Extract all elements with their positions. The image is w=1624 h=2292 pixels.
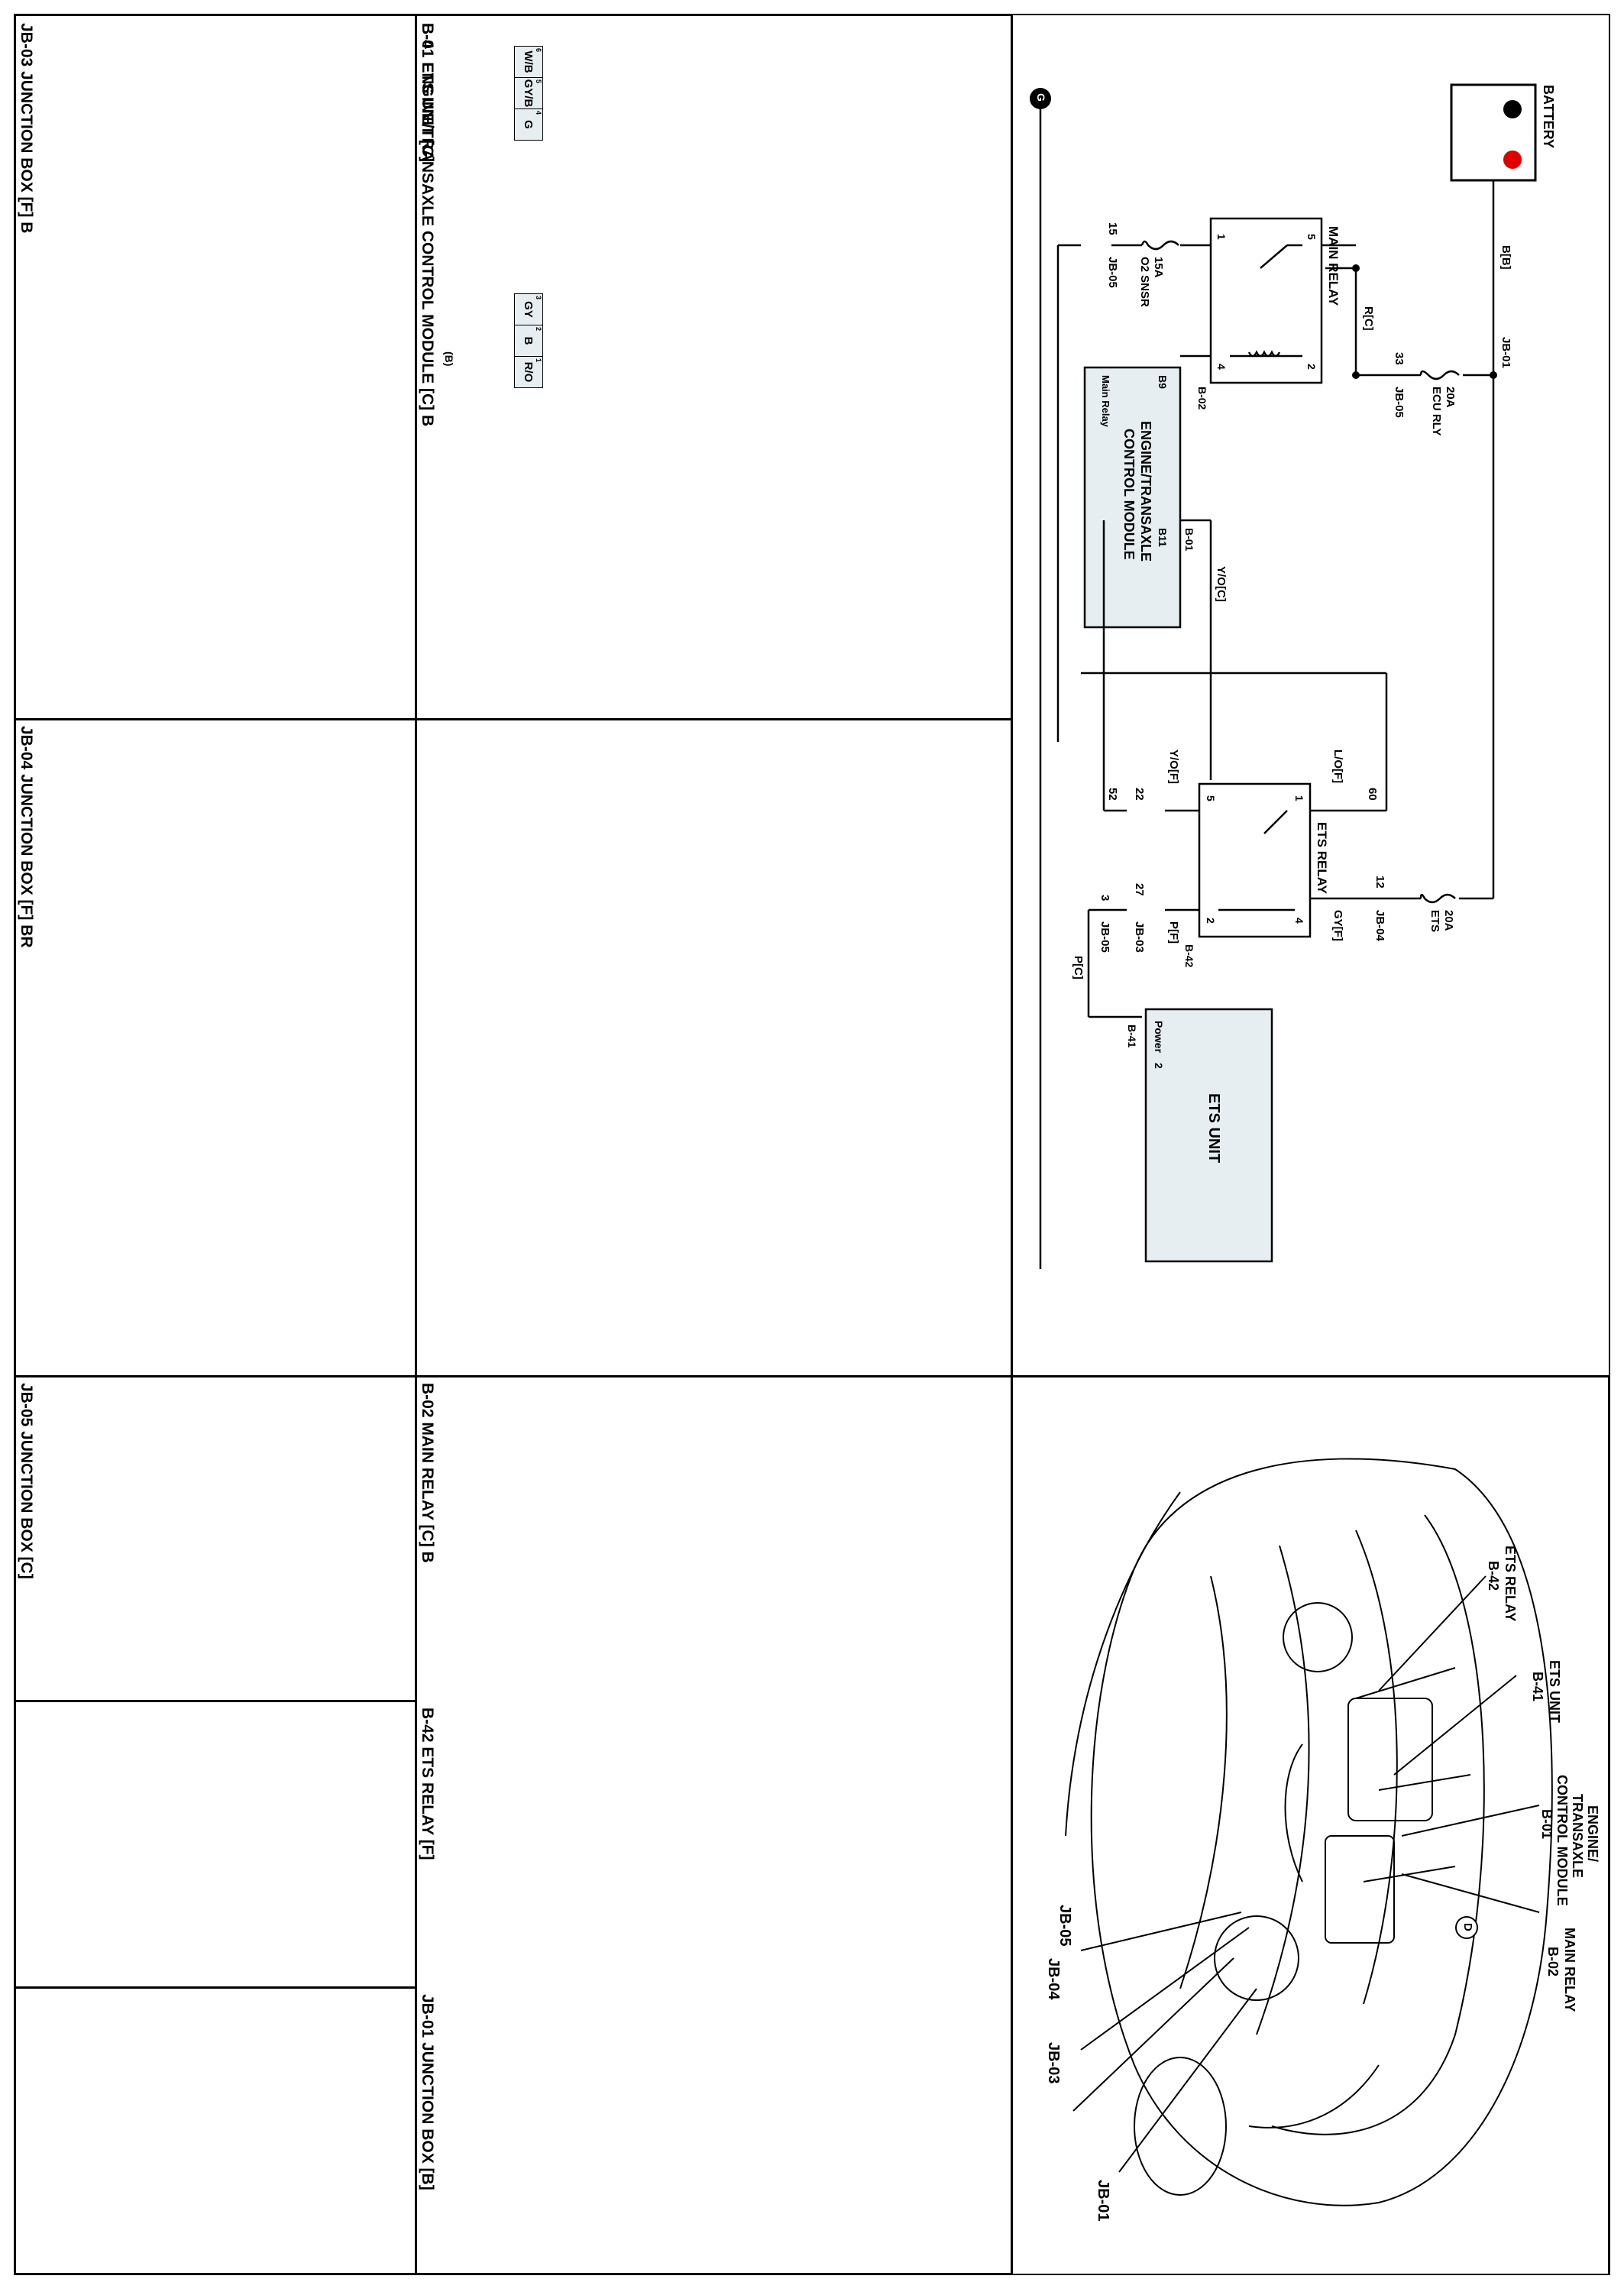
ecm-conn: B-01 (1183, 528, 1195, 552)
loc-jb01: JB-01 (1095, 2180, 1111, 2222)
wire-yoc: Y/O[C] (1215, 566, 1228, 602)
ecu-rly-pin: 33 (1393, 352, 1406, 365)
ets-relay-pin5: 5 (1205, 795, 1217, 801)
ecm-title-2: CONTROL MODULE (1121, 429, 1137, 560)
b01-pin-blank (514, 140, 543, 171)
ets-unit-label: ETS UNIT (1205, 1093, 1222, 1164)
jb04-title: JB-04 JUNCTION BOX [F] BR (18, 726, 35, 948)
divider-b02-b42 (14, 1700, 417, 1702)
ets-fuse-name: ETS (1428, 910, 1441, 933)
wire-pf: P[F] (1167, 921, 1180, 944)
ets-unit-power: Power (1153, 1021, 1165, 1054)
b01-pin-blank4 (514, 232, 543, 263)
b01-pin-blank3 (514, 202, 543, 232)
ground-label: G (1035, 93, 1047, 102)
loc-ecm-1: ENGINE/ (1585, 1805, 1600, 1863)
ecm-title-1: ENGINE/TRANSAXLE (1138, 421, 1153, 562)
pin-12: 12 (1373, 876, 1386, 889)
jb03-title: JB-03 JUNCTION BOX [F] B (18, 23, 35, 234)
battery-label: BATTERY (1541, 85, 1556, 148)
ets-unit-pin: 2 (1153, 1063, 1165, 1069)
o2-rating: 15A (1152, 257, 1165, 278)
loc-jb03: JB-03 (1045, 2042, 1062, 2084)
b41-title: B-41 ETS UNIT [C] (419, 23, 436, 163)
schematic-final: BATTERY G B[B] JB-01 20A ECU RLY 33 JB-0… (1013, 16, 1608, 1375)
ecu-rly-conn: JB-05 (1393, 387, 1406, 418)
ets-relay-pin4: 4 (1293, 918, 1305, 924)
ets-relay-conn: B-42 (1183, 944, 1195, 968)
main-relay-pin5: 5 (1305, 234, 1318, 240)
jb01-title: JB-01 JUNCTION BOX [B] (419, 1994, 436, 2190)
pin-22: 22 (1133, 788, 1146, 801)
wire-gyf: GY[F] (1331, 910, 1344, 941)
ecm-pin-b11: B11 (1157, 528, 1169, 547)
loc-marker-d: D (1461, 1923, 1474, 1931)
jb04-conn: JB-04 (1373, 910, 1386, 941)
main-relay-pin4: 4 (1215, 364, 1228, 370)
o2-name: O2 SNSR (1138, 257, 1151, 307)
jb01-label: JB-01 (1499, 337, 1512, 368)
b01-sub: (B) (443, 351, 455, 367)
ecu-rly-rating: 20A (1444, 387, 1457, 408)
ets-relay-pin2: 2 (1205, 918, 1217, 924)
ets-relay-label: ETS RELAY (1315, 822, 1329, 894)
wire-b-label: B[B] (1499, 245, 1512, 270)
divider-b42-jb01 (14, 1986, 417, 1989)
jb05-conn: JB-05 (1098, 921, 1111, 953)
main-relay-pin2: 2 (1305, 364, 1318, 370)
wire-rc-a: R[C] (1362, 306, 1375, 331)
ets-fuse-rating: 20A (1442, 910, 1455, 931)
loc-ets-unit-title: ETS UNIT (1547, 1660, 1562, 1724)
main-relay-conn: B-02 (1196, 387, 1208, 410)
pin-3: 3 (1098, 895, 1111, 902)
loc-ets-unit-conn: B-41 (1530, 1672, 1545, 1702)
jb05-title: JB-05 JUNCTION BOX [C] (18, 1383, 35, 1579)
ets-unit-conn: B-41 (1126, 1025, 1138, 1048)
schematic-final-svg (1030, 83, 1537, 1269)
loc-main-relay-title: MAIN RELAY (1562, 1928, 1577, 2012)
b01-pin-blank5 (514, 263, 543, 294)
main-relay-pin1: 1 (1215, 234, 1228, 240)
wire-yof: Y/O[F] (1167, 749, 1180, 784)
pin-27: 27 (1133, 883, 1146, 896)
wire-pc: P[C] (1072, 956, 1085, 979)
main-relay-label: MAIN RELAY (1326, 226, 1341, 306)
b02-title: B-02 MAIN RELAY [C] B (419, 1383, 436, 1563)
loc-jb05: JB-05 (1056, 1905, 1073, 1947)
ets-relay-pin1: 1 (1293, 795, 1305, 801)
loc-ecm-3: CONTROL MODULE (1554, 1775, 1570, 1906)
divider-v2 (14, 718, 1013, 720)
jb03-conn: JB-03 (1133, 921, 1146, 953)
b42-title: B-42 ETS RELAY [F] (419, 1708, 436, 1860)
o2-conn: JB-05 (1106, 257, 1119, 288)
engine-bay-drawing (1065, 1458, 1553, 2206)
divider-h2 (415, 14, 417, 2275)
ecm-pin-b9-label: Main Relay (1100, 375, 1111, 427)
pin-60: 60 (1366, 788, 1379, 801)
ecm-pin-b9: B9 (1157, 375, 1169, 389)
o2-pin: 15 (1106, 222, 1119, 235)
loc-main-relay-conn: B-02 (1545, 1947, 1561, 1977)
loc-ecm-2: TRANSAXLE (1570, 1794, 1585, 1879)
b01-pin-blank2 (514, 171, 543, 202)
wire-lof: L/O[F] (1331, 749, 1344, 784)
loc-ets-relay-conn: B-42 (1486, 1561, 1501, 1591)
location-panel: ETS RELAY B-42 ETS UNIT B-41 ENGINE/ TRA… (1013, 1377, 1608, 2274)
divider-v3 (14, 1375, 1013, 1377)
loc-ets-relay-title: ETS RELAY (1503, 1546, 1518, 1622)
pin-52: 52 (1106, 788, 1119, 801)
loc-jb04: JB-04 (1045, 1958, 1062, 2000)
ecu-rly-name: ECU RLY (1430, 387, 1443, 436)
loc-ecm-4: B-01 (1539, 1809, 1554, 1840)
